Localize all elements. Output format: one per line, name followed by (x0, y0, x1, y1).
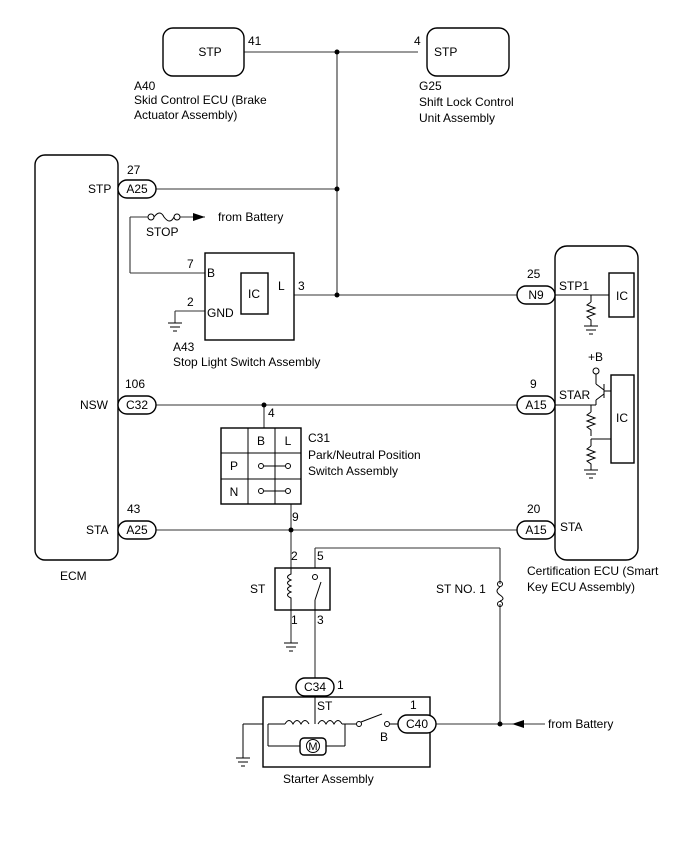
ecm-nsw-connector: C32 (126, 398, 148, 412)
a43-l-pin: 3 (298, 279, 305, 293)
starter-battery-feed: from Battery (512, 717, 613, 731)
a43-gnd-label: GND (207, 306, 234, 320)
cert-sta-label: STA (560, 520, 582, 534)
c31-row-n: N (230, 485, 239, 499)
c31-code: C31 (308, 431, 330, 445)
starter-st-label: ST (317, 699, 333, 713)
c31-col-l: L (285, 434, 292, 448)
a43-name: Stop Light Switch Assembly (173, 355, 320, 369)
relay-ground-icon (284, 642, 298, 652)
cert-stp1-pin: 25 (527, 267, 541, 281)
cert-star-pin: 9 (530, 377, 537, 391)
cert-plus-b-label: +B (588, 350, 603, 364)
a43-stop-light-switch: B 7 GND 2 IC L 3 A43 Stop Light Switch A… (173, 252, 320, 369)
c31-name-2: Switch Assembly (308, 464, 398, 478)
cert-star-connector: A15 (525, 398, 547, 412)
g25-shift-lock-unit: STP 4 G25 Shift Lock Control Unit Assemb… (414, 27, 514, 125)
a40-pin: 41 (248, 34, 262, 48)
g25-code: G25 (419, 79, 442, 93)
a40-skid-control-ecu: STP 41 A40 Skid Control ECU (Brake Actua… (134, 27, 267, 122)
ground-icon (168, 322, 182, 332)
st-relay-label: ST (250, 582, 266, 596)
cert-stp1-label: STP1 (559, 279, 589, 293)
st-no1-label: ST NO. 1 (436, 582, 486, 596)
g25-name-2: Unit Assembly (419, 111, 495, 125)
ecm-nsw-pin: 106 (125, 377, 145, 391)
a43-code: A43 (173, 340, 195, 354)
c31-top-pin: 4 (268, 406, 275, 420)
stop-fuse: STOP from Battery (146, 210, 283, 239)
ecm-stp-label: STP (88, 182, 111, 196)
junction-dots (261, 49, 594, 727)
a40-code: A40 (134, 79, 156, 93)
g25-name-1: Shift Lock Control (419, 95, 514, 109)
ecm: ECM STP 27 A25 NSW 106 C32 STA 43 A25 (34, 154, 157, 583)
cert-star-label: STAR (559, 388, 590, 402)
cert-ecu-name-2: Key ECU Assembly) (527, 580, 635, 594)
cert-sta-connector: A15 (525, 523, 547, 537)
stop-battery-label: from Battery (218, 210, 283, 224)
g25-pin: 4 (414, 34, 421, 48)
certification-ecu: Certification ECU (Smart Key ECU Assembl… (516, 245, 659, 594)
c31-row-p: P (230, 459, 238, 473)
starter-c34-connector: C34 (304, 680, 326, 694)
starter-battery-label: from Battery (548, 717, 613, 731)
cert-ecu-name-1: Certification ECU (Smart (527, 564, 659, 578)
starter-c40-pin: 1 (410, 698, 417, 712)
ecm-name: ECM (60, 569, 87, 583)
starter-b-label: B (380, 730, 388, 744)
st-relay-pin3: 3 (317, 613, 324, 627)
starter-motor-label: M (308, 741, 317, 753)
a43-b-label: B (207, 266, 215, 280)
starter-name: Starter Assembly (283, 772, 374, 786)
st-no1-fuse: ST NO. 1 (436, 581, 504, 607)
st-relay: ST 2 5 1 3 (250, 549, 331, 627)
st-relay-pin1: 1 (291, 613, 298, 627)
ecm-sta-pin: 43 (127, 502, 141, 516)
starter-assembly: C34 1 ST C40 1 B M Starter Assembly (236, 677, 437, 786)
a40-name-1: Skid Control ECU (Brake (134, 93, 267, 107)
starter-c34-pin: 1 (337, 678, 344, 692)
a43-gnd-pin: 2 (187, 295, 194, 309)
c31-park-neutral-switch: B L P N 4 9 C31 Park/Neutral Position Sw… (220, 406, 421, 524)
c31-bottom-pin: 9 (292, 510, 299, 524)
g25-stp-label: STP (434, 45, 457, 59)
a40-stp-label: STP (198, 45, 221, 59)
c31-name-1: Park/Neutral Position (308, 448, 421, 462)
cert-sta-pin: 20 (527, 502, 541, 516)
stop-fuse-label: STOP (146, 225, 178, 239)
a43-l-label: L (278, 279, 285, 293)
ecm-stp-pin: 27 (127, 163, 141, 177)
a43-ic-label: IC (248, 287, 260, 301)
cert-stp1-connector: N9 (528, 288, 544, 302)
cert-ic2-label: IC (616, 411, 628, 425)
a40-name-2: Actuator Assembly) (134, 108, 237, 122)
ecm-nsw-label: NSW (80, 398, 109, 412)
cert-ic1-label: IC (616, 289, 628, 303)
ecm-sta-connector: A25 (126, 523, 148, 537)
starter-battery-arrow-icon (512, 720, 524, 728)
st-relay-pin5: 5 (317, 549, 324, 563)
ecm-stp-connector: A25 (126, 182, 148, 196)
wires (129, 51, 545, 725)
a43-b-pin: 7 (187, 257, 194, 271)
battery-arrow-icon (193, 213, 205, 221)
st-relay-pin2: 2 (291, 549, 298, 563)
c31-col-b: B (257, 434, 265, 448)
ecm-sta-label: STA (86, 523, 108, 537)
starter-c40-connector: C40 (406, 717, 428, 731)
